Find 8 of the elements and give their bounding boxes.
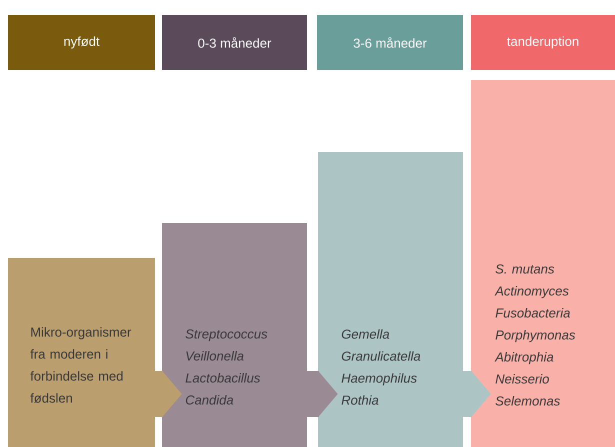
stage-column: Mikro-organismer fra moderen i forbindelse med fødslen bbox=[8, 258, 155, 447]
stage-header: 0-3 måneder bbox=[162, 15, 307, 70]
stage-column: S. mutans Actinomyces Fusobacteria Porphymonas Abitrophia Neisserio Selemonas bbox=[471, 80, 615, 447]
stage-column: Gemella Granulicatella Haemophilus Rothia bbox=[318, 152, 463, 447]
stage-header: 3-6 måneder bbox=[317, 15, 463, 70]
stage-header: tanderuption bbox=[471, 15, 615, 70]
stage-column: Streptococcus Veillonella Lactobacillus Candida bbox=[162, 223, 307, 447]
stage-header: nyfødt bbox=[8, 15, 155, 70]
